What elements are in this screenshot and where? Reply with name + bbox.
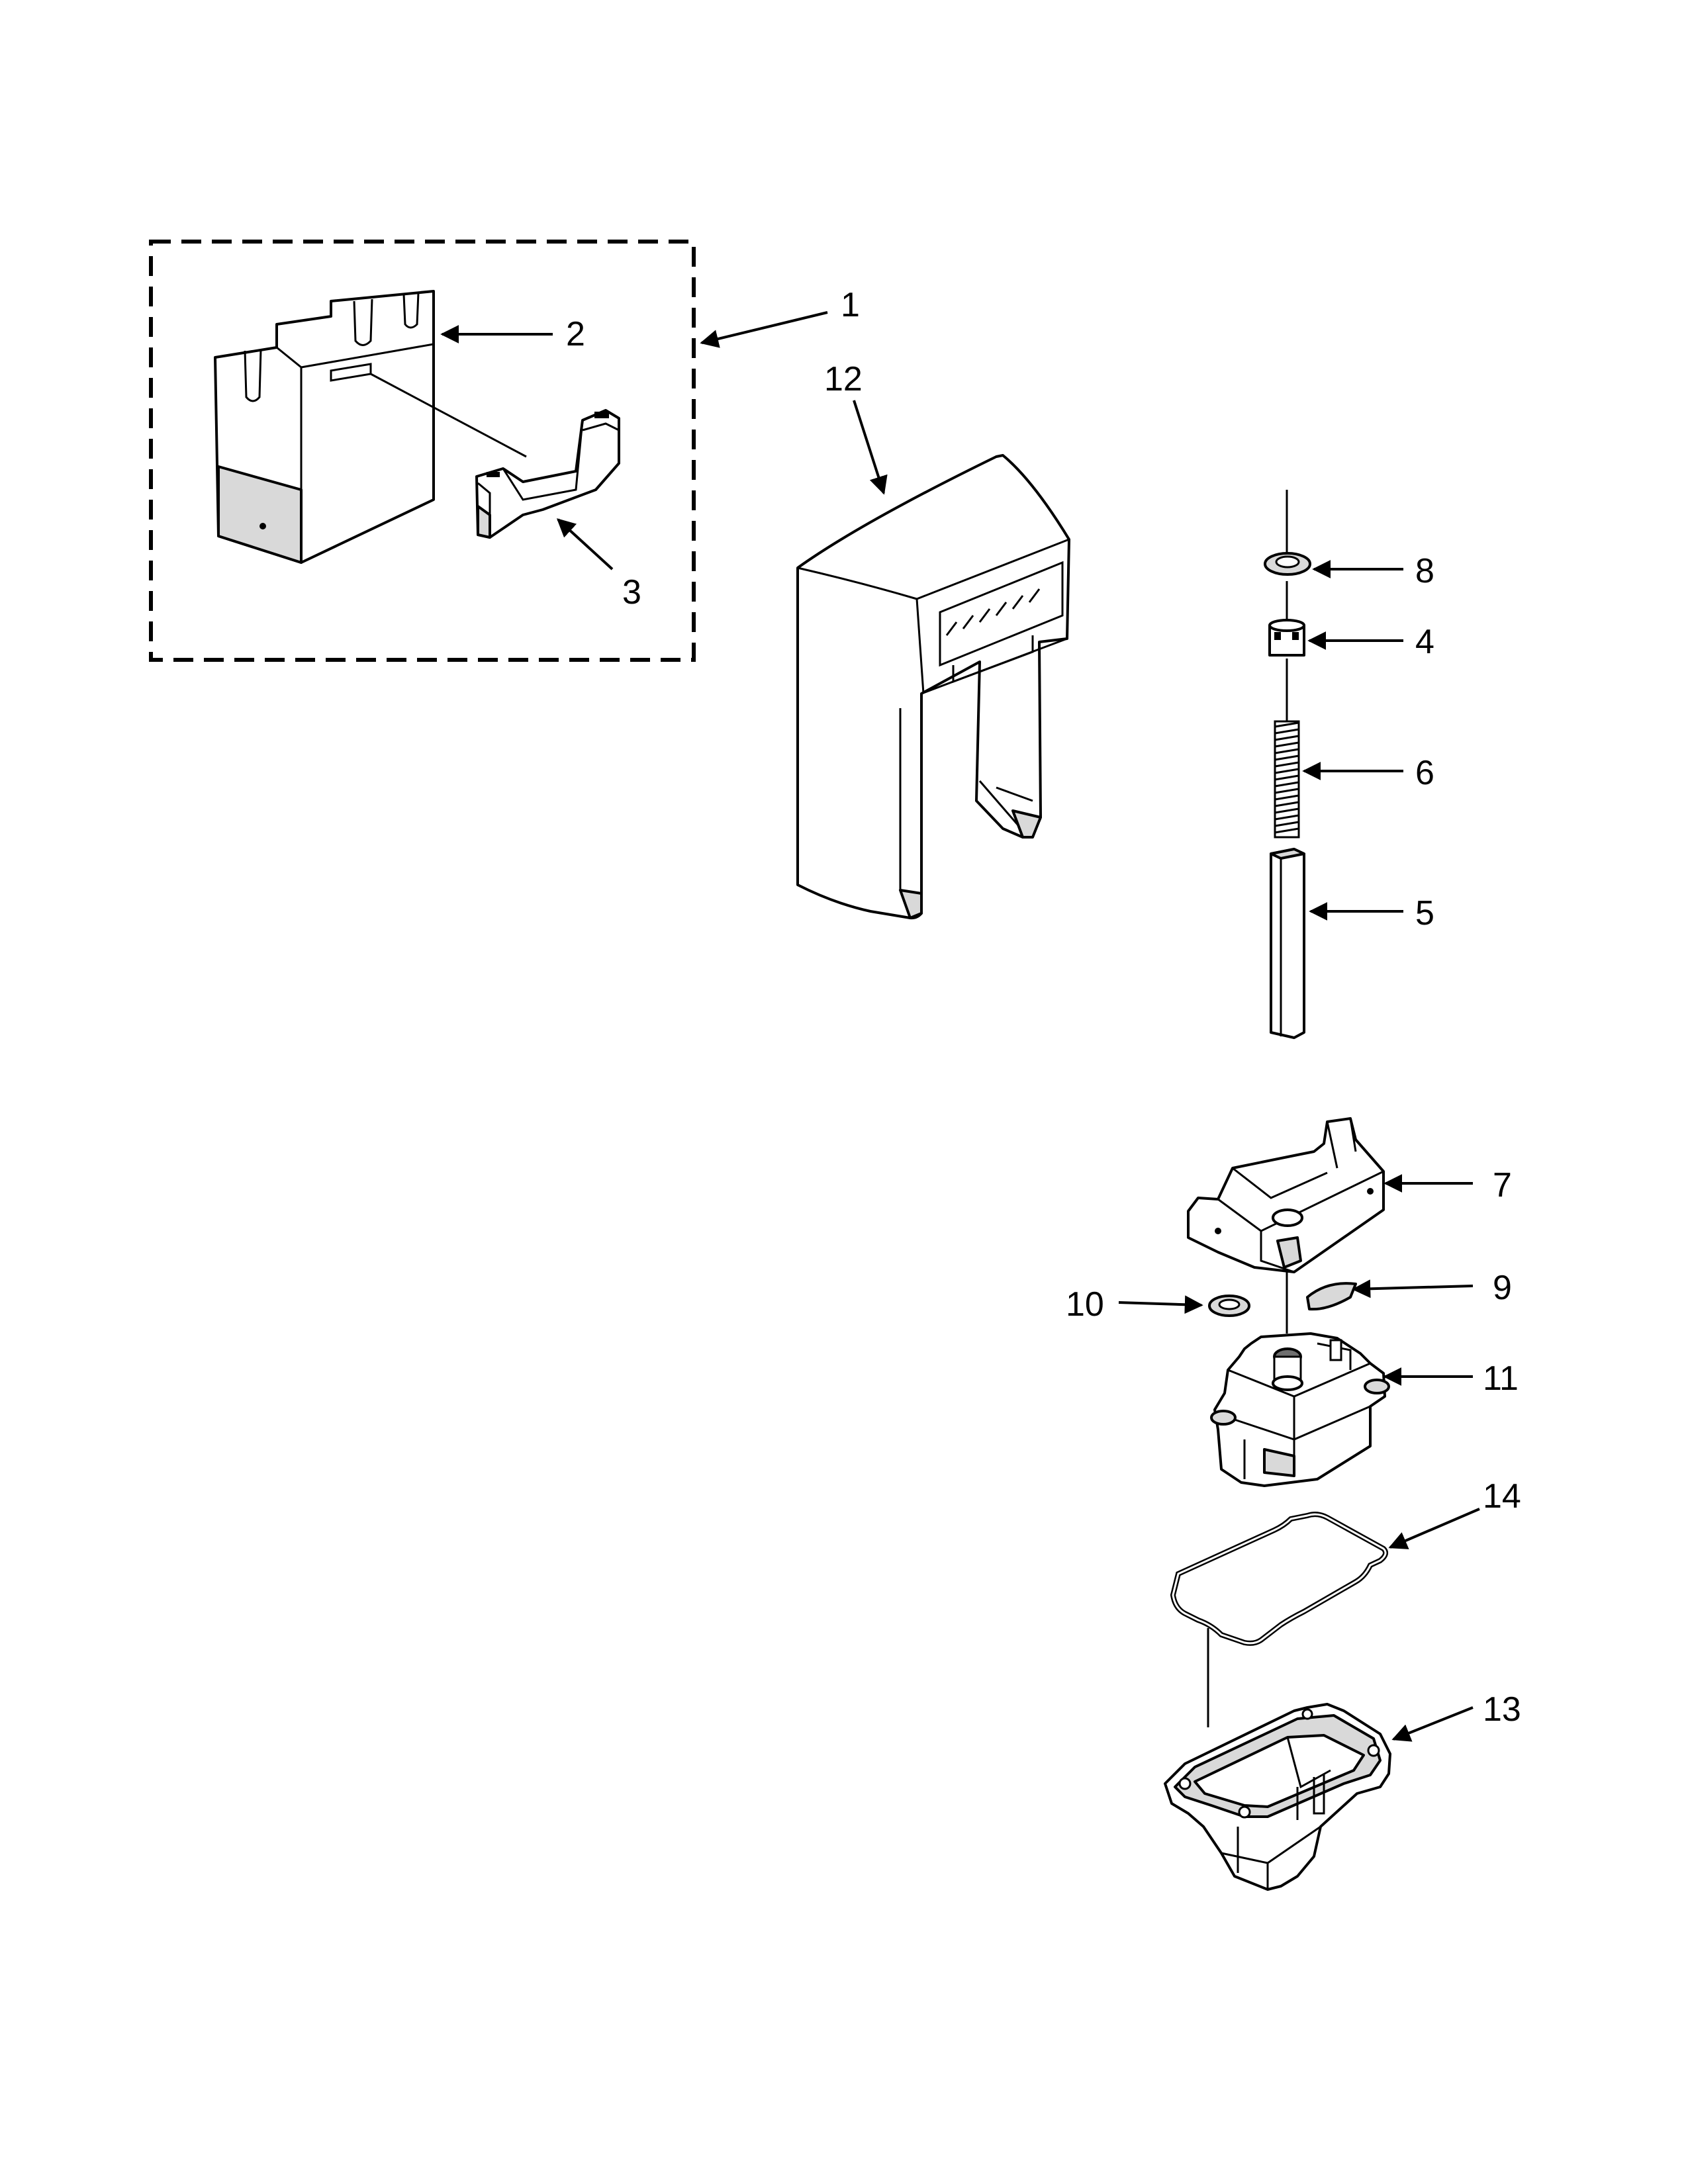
callout-8: 8 [1415, 552, 1434, 590]
part-13-base [1164, 1703, 1391, 1891]
part-5-shaft [1270, 848, 1305, 1039]
part-8-washer [1264, 552, 1311, 576]
callout-labels: 1 2 3 4 5 6 7 8 9 10 11 12 13 14 [566, 286, 1521, 1729]
part-11-motor [1210, 1332, 1390, 1487]
leader-arrows [440, 311, 1480, 1742]
part-12-cover [796, 454, 1070, 920]
callout-6: 6 [1415, 754, 1434, 792]
part-14-gasket [1170, 1512, 1389, 1646]
part-10-washer [1208, 1295, 1250, 1317]
callout-9: 9 [1493, 1269, 1512, 1307]
callout-11: 11 [1483, 1359, 1519, 1398]
callout-12: 12 [824, 360, 863, 398]
callout-4: 4 [1415, 623, 1434, 661]
callout-14: 14 [1483, 1477, 1521, 1516]
part-2-bin [214, 290, 435, 564]
part-9-cam [1306, 1282, 1357, 1311]
part-7-housing [1187, 1117, 1385, 1273]
callout-2: 2 [566, 315, 585, 353]
callout-13: 13 [1483, 1690, 1521, 1729]
part-2-leader-line [370, 373, 527, 458]
part-4-nut [1268, 581, 1305, 657]
callout-7: 7 [1493, 1166, 1512, 1205]
callout-1: 1 [841, 286, 860, 324]
part-3-clip [475, 409, 620, 539]
callout-5: 5 [1415, 894, 1434, 933]
callout-10: 10 [1066, 1285, 1104, 1324]
callout-3: 3 [622, 573, 641, 612]
kit-dashed-box [149, 240, 696, 662]
part-6-spring [1274, 720, 1300, 839]
